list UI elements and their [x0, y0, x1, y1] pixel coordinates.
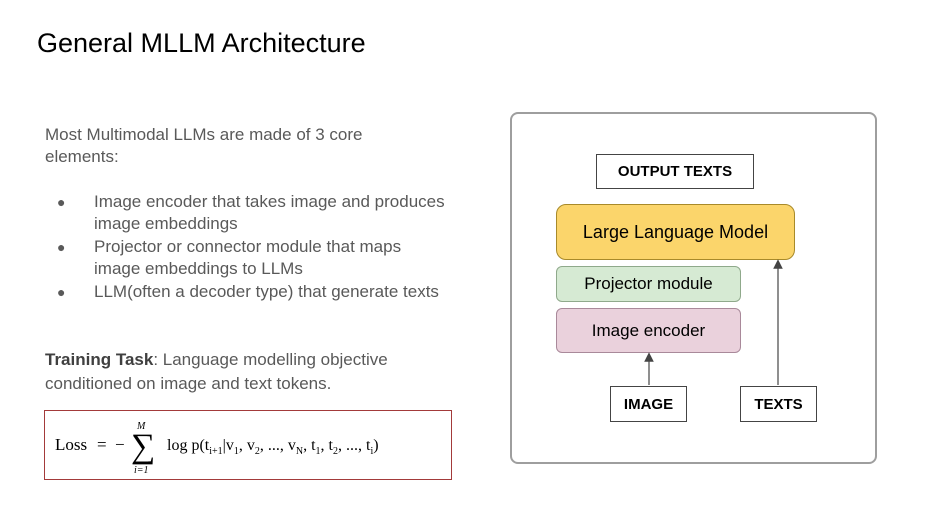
loss-formula-box: Loss = − ∑ M i=1 log p(ti+1|v1,v2,...,vN…: [44, 410, 452, 480]
llm-box: Large Language Model: [556, 204, 795, 260]
formula-sub: 2: [255, 446, 260, 457]
elements-list: ● Image encoder that takes image and pro…: [45, 191, 445, 304]
formula-rest: |v: [223, 437, 234, 454]
formula-comma: ,: [280, 437, 284, 454]
image-input-box: IMAGE: [610, 386, 687, 422]
sum-icon: ∑: [131, 428, 155, 465]
projector-module-box: Projector module: [556, 266, 741, 302]
list-item: ● LLM(often a decoder type) that generat…: [45, 281, 445, 303]
formula-t: t: [366, 437, 371, 454]
formula-sub: N: [296, 446, 303, 457]
list-item: ● Image encoder that takes image and pro…: [45, 191, 445, 235]
training-task: Training Task: Language modelling object…: [45, 348, 445, 396]
bullet-text: Projector or connector module that maps …: [94, 237, 402, 278]
formula-comma: ,: [358, 437, 362, 454]
formula-comma: ,: [303, 437, 307, 454]
sum-upper: M: [136, 421, 146, 432]
list-item: ● Projector or connector module that map…: [45, 236, 445, 280]
formula-v: v: [288, 437, 296, 454]
bullet-text: LLM(often a decoder type) that generate …: [94, 282, 439, 301]
texts-input-box: TEXTS: [740, 386, 817, 422]
bullet-icon: ●: [57, 239, 66, 255]
formula-ellipsis: ...: [268, 437, 280, 454]
formula-sub: 1: [234, 446, 239, 457]
intro-text: Most Multimodal LLMs are made of 3 core …: [45, 125, 363, 166]
formula-ellipsis: ...: [346, 437, 358, 454]
formula-log: log p(t: [167, 437, 210, 454]
architecture-diagram-frame: [510, 112, 877, 464]
loss-formula: Loss = − ∑ M i=1 log p(ti+1|v1,v2,...,vN…: [55, 421, 379, 476]
formula-sub: i: [370, 446, 373, 457]
formula-t: t: [329, 437, 334, 454]
formula-equals: =: [97, 435, 107, 454]
formula-body: log p(ti+1|v1,v2,...,vN,t1,t2,...,ti): [167, 437, 379, 457]
slide-title: General MLLM Architecture: [37, 28, 366, 58]
formula-close: ): [373, 437, 378, 454]
bullet-icon: ●: [57, 284, 66, 300]
bullet-text: Image encoder that takes image and produ…: [94, 192, 445, 233]
formula-lhs: Loss: [55, 435, 87, 454]
formula-comma: ,: [338, 437, 342, 454]
formula-v: v: [247, 437, 255, 454]
training-task-label: Training Task: [45, 350, 154, 369]
bullet-icon: ●: [57, 194, 66, 210]
output-texts-box: OUTPUT TEXTS: [596, 154, 754, 189]
formula-sub: i+1: [209, 446, 222, 457]
formula-sub: 2: [333, 446, 338, 457]
formula-comma: ,: [239, 437, 243, 454]
sum-lower: i=1: [134, 465, 149, 476]
formula-comma: ,: [321, 437, 325, 454]
training-task-text: : Language modelling objective condition…: [45, 350, 388, 393]
formula-sub: 1: [316, 446, 321, 457]
formula-comma: ,: [260, 437, 264, 454]
formula-t: t: [311, 437, 316, 454]
formula-minus: −: [115, 435, 125, 454]
